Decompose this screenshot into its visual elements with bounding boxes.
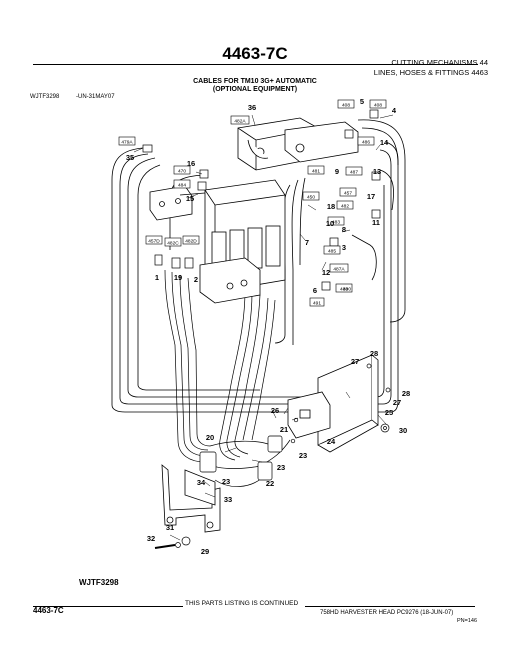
callout-6: 6 [313, 286, 317, 295]
callout-27b: 27 [393, 398, 401, 407]
callout-26: 26 [271, 406, 279, 415]
tag-482D: 482D [185, 239, 197, 245]
callout-29: 29 [201, 547, 209, 556]
tag-texts: 479A 470 484 457D 482C 482D 482A 408 408… [121, 103, 382, 307]
continued-note: THIS PARTS LISTING IS CONTINUED [185, 600, 299, 607]
callout-25: 25 [385, 408, 393, 417]
date-code: -UN-31MAY07 [76, 94, 115, 100]
tag-488: 488 [340, 287, 348, 293]
tag-408b: 408 [374, 103, 382, 109]
callout-23c: 23 [299, 451, 307, 460]
callout-10: 10 [326, 219, 334, 228]
tag-483: 483 [332, 220, 340, 226]
callout-3: 3 [342, 243, 346, 252]
callout-5: 5 [360, 97, 364, 106]
callout-23a: 23 [222, 477, 230, 486]
callout-19: 19 [174, 273, 182, 282]
callout-numbers: 1 2 3 4 5 6 7 8 9 10 11 12 13 14 15 16 1… [126, 97, 410, 556]
callout-28a: 28 [370, 349, 378, 358]
header-rule [33, 64, 478, 65]
section-label: CUTTING MECHANISMS 44 [391, 58, 488, 67]
tag-482: 482 [341, 204, 349, 210]
subsection-label: LINES, HOSES & FITTINGS 4463 [373, 68, 488, 77]
tag-487: 487 [350, 170, 358, 176]
callout-22: 22 [266, 479, 274, 488]
connectors [142, 109, 391, 549]
callout-13: 13 [373, 167, 381, 176]
callout-2: 2 [194, 275, 198, 284]
callout-24: 24 [327, 437, 336, 446]
callout-23b: 23 [277, 463, 285, 472]
figure-id: WJTF3298 [30, 94, 60, 100]
tag-486: 486 [362, 140, 370, 146]
callout-28b: 28 [402, 389, 410, 398]
caption-line-1: CABLES FOR TM10 3G+ AUTOMATIC [193, 78, 317, 85]
callout-11: 11 [372, 218, 380, 227]
callout-1: 1 [155, 273, 159, 282]
callout-16: 16 [187, 159, 195, 168]
bracket-assembly [161, 354, 379, 533]
page-title: 4463-7C [222, 44, 288, 63]
tag-482A: 482A [234, 119, 246, 125]
callout-21: 21 [280, 425, 288, 434]
footer-rule-right [305, 606, 475, 607]
callout-30: 30 [399, 426, 407, 435]
tag-457D: 457D [148, 239, 160, 245]
footer-page-id: 4463-7C [33, 606, 64, 615]
footer-doc-info: 758HD HARVESTER HEAD PC9276 (18-JUN-07) [320, 610, 454, 616]
tag-481: 481 [312, 169, 320, 175]
callout-7: 7 [305, 238, 309, 247]
footer-page-number: PN=146 [456, 618, 477, 624]
callout-34: 34 [197, 478, 206, 487]
tag-457: 457 [344, 191, 352, 197]
callout-35: 35 [126, 153, 134, 162]
tag-487A: 487A [333, 267, 345, 273]
leader-lines [133, 114, 394, 541]
callout-17: 17 [367, 192, 375, 201]
tag-482C: 482C [167, 241, 179, 247]
tag-450: 450 [307, 195, 315, 201]
footer-rule-left [33, 606, 183, 607]
callout-20: 20 [206, 433, 214, 442]
tag-470: 470 [178, 169, 186, 175]
tag-484: 484 [178, 183, 186, 189]
tag-485: 485 [328, 249, 336, 255]
tag-408a: 408 [342, 103, 350, 109]
top-valve-assembly [237, 117, 359, 171]
callout-9: 9 [335, 167, 339, 176]
valve-block [149, 179, 286, 304]
figure-caption: CABLES FOR TM10 3G+ AUTOMATIC (OPTIONAL … [150, 78, 360, 94]
callout-31: 31 [166, 523, 174, 532]
callout-36: 36 [248, 103, 256, 112]
callout-15: 15 [186, 194, 194, 203]
callout-8: 8 [342, 225, 346, 234]
callout-33: 33 [224, 495, 232, 504]
figure-label: WJTF3298 [79, 578, 119, 587]
harness-bundles [164, 269, 291, 487]
callout-27a: 27 [351, 357, 359, 366]
callout-32: 32 [147, 534, 155, 543]
tag-boxes [118, 99, 387, 307]
callout-14: 14 [380, 138, 389, 147]
tag-490: 490 [343, 287, 351, 293]
tag-491: 491 [313, 301, 321, 307]
caption-line-2: (OPTIONAL EQUIPMENT) [212, 86, 298, 93]
tag-479A: 479A [121, 140, 133, 146]
callout-12: 12 [322, 268, 330, 277]
callout-4: 4 [392, 106, 397, 115]
callout-18: 18 [327, 202, 335, 211]
